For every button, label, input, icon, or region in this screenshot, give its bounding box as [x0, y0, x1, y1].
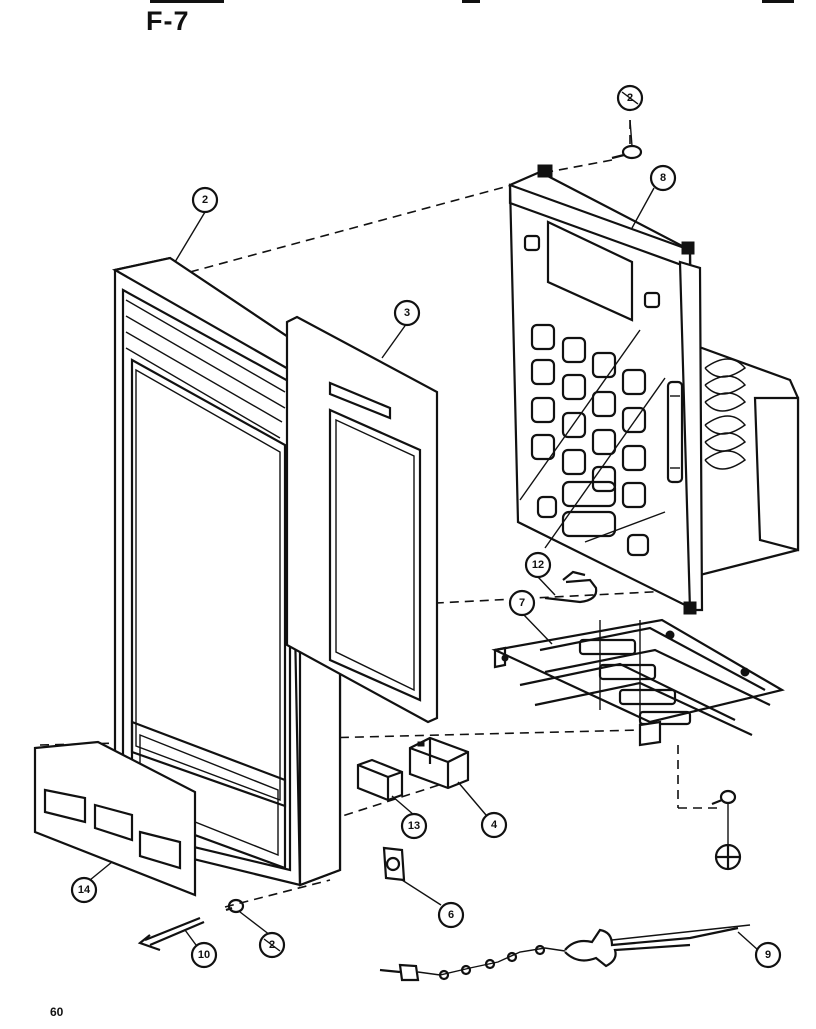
hinge-nut [382, 846, 406, 882]
svg-text:14: 14 [78, 884, 91, 896]
callout-7-latch-board: 7 [508, 589, 536, 617]
temperature-probe [379, 924, 751, 982]
pad [356, 758, 404, 802]
callout-4-interlock-switch: 4 [480, 811, 508, 839]
svg-text:4: 4 [491, 819, 498, 831]
svg-text:7: 7 [519, 597, 525, 609]
callout-2-door-frame: 2 [191, 186, 219, 214]
page-number: 60 [50, 1005, 64, 1019]
callout-9-temperature-probe: 9 [754, 941, 782, 969]
callouts: 2 3 8 12 7 4 13 6 14 10 9 2 2 [70, 84, 782, 969]
top-rule-mid [462, 0, 480, 3]
callout-8-control-panel: 8 [649, 164, 677, 192]
callout-2-screw-bottom: 2 [258, 931, 286, 959]
lower-panel [33, 740, 197, 897]
callout-12-latch-lever: 12 [524, 551, 552, 579]
svg-text:3: 3 [404, 307, 410, 319]
crosshair-symbol [714, 843, 742, 871]
svg-text:8: 8 [660, 172, 666, 184]
svg-text:2: 2 [202, 194, 208, 206]
latch-board [491, 618, 785, 747]
callout-10-hex-key: 10 [190, 941, 218, 969]
interlock-switch [408, 736, 470, 790]
top-rule-left [150, 0, 224, 3]
door-screen [285, 315, 439, 724]
callout-14-lower-panel: 14 [70, 876, 98, 904]
svg-text:6: 6 [448, 909, 454, 921]
svg-text:13: 13 [408, 820, 420, 832]
top-rule-right [762, 0, 794, 3]
callout-6-hinge-nut: 6 [437, 901, 465, 929]
callout-3-door-screen: 3 [393, 299, 421, 327]
keypad-keys [519, 323, 666, 557]
hex-key [137, 916, 205, 952]
callout-13-pad: 13 [400, 812, 428, 840]
leader-lines [89, 119, 759, 951]
control-panel [508, 164, 800, 615]
callout-2-screw-top: 2 [616, 84, 644, 112]
latch-lever [544, 570, 598, 604]
svg-text:9: 9 [765, 949, 771, 961]
svg-text:10: 10 [198, 949, 210, 961]
svg-text:12: 12 [532, 559, 544, 571]
figure-title: F-7 [146, 6, 190, 36]
